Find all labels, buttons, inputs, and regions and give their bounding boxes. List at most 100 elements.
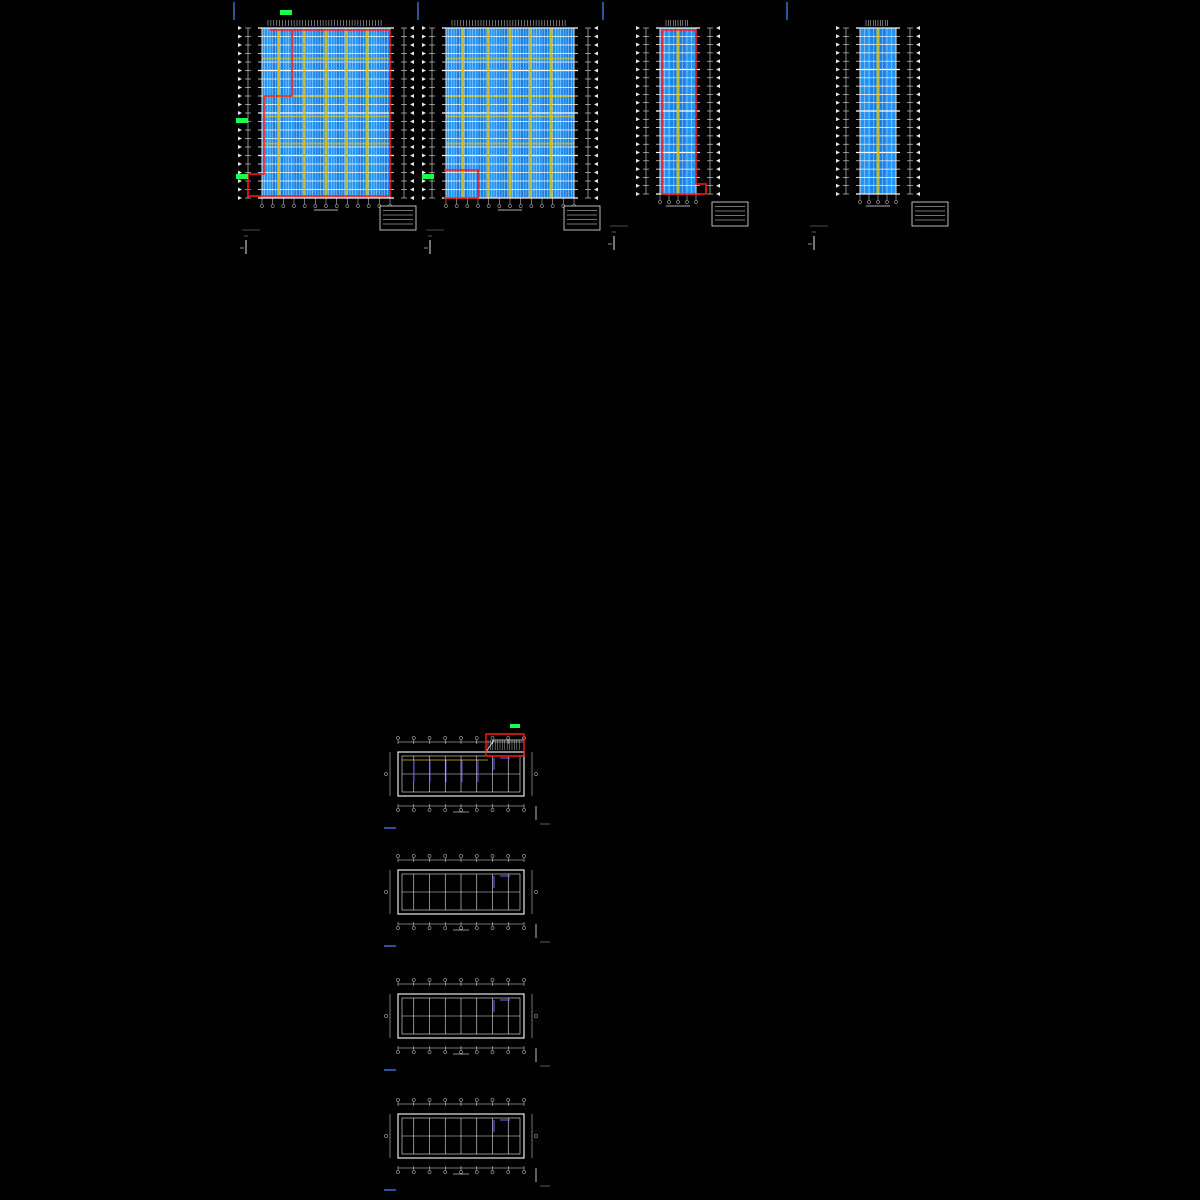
exterior-wall: [397, 869, 525, 915]
level-marker-icon: [836, 142, 840, 147]
grid-bubble: [506, 926, 511, 930]
level-marker-icon: [410, 43, 414, 47]
level-marker-icon: [594, 196, 598, 200]
grid-bubble: [427, 1170, 432, 1174]
grid-bubble: [506, 854, 511, 858]
grid-bubble: [396, 808, 400, 812]
level-marker-icon: [422, 77, 426, 81]
level-marker-icon: [410, 153, 414, 158]
grid-bubble: [459, 808, 463, 812]
level-marker-icon: [594, 162, 598, 166]
grid-bubble: [443, 978, 448, 982]
grid-bubble: [459, 1050, 463, 1054]
grid-bubble: [529, 204, 534, 208]
level-marker-icon: [836, 50, 840, 55]
grid-bubble: [522, 854, 526, 858]
level-marker-icon: [422, 170, 426, 175]
grid-bubble: [313, 204, 318, 208]
grid-bubble: [490, 978, 495, 982]
level-marker-icon: [636, 75, 640, 80]
grid-bubble: [506, 1050, 511, 1054]
grid-bubble: [550, 204, 555, 208]
grid-bubble: [411, 808, 416, 812]
grid-bubble: [443, 1170, 448, 1174]
level-marker-icon: [836, 125, 840, 130]
column: [528, 28, 532, 198]
level-marker-icon: [238, 128, 242, 132]
grid-bubble: [474, 926, 479, 930]
elevation-4: [808, 20, 949, 250]
level-marker-icon: [422, 128, 426, 132]
yellow-beam: [446, 57, 574, 60]
grid-bubble: [459, 854, 463, 858]
level-marker-icon: [238, 51, 242, 56]
grid-bubble: [459, 978, 463, 982]
grid-bubble: [506, 808, 511, 812]
level-marker-icon: [594, 102, 598, 107]
level-marker-icon: [916, 92, 920, 97]
grid-bubble: [459, 1170, 463, 1174]
level-marker-icon: [410, 68, 414, 73]
level-marker-icon: [916, 100, 920, 105]
level-marker-icon: [916, 192, 920, 196]
grid-bubble: [876, 200, 880, 204]
level-marker-icon: [422, 145, 426, 149]
level-marker-icon: [410, 85, 414, 90]
grid-bubble: [667, 200, 671, 204]
title-block: [379, 205, 417, 231]
plan-2: [384, 854, 550, 947]
level-marker-icon: [716, 50, 720, 55]
grid-bubble: [324, 204, 328, 208]
level-marker-icon: [916, 26, 920, 30]
level-marker-icon: [636, 26, 640, 30]
level-marker-icon: [836, 117, 840, 122]
grid-bubble: [366, 204, 371, 208]
level-marker-icon: [594, 34, 598, 39]
highlight-boundary: [247, 29, 391, 197]
grid-bubble: [443, 736, 448, 740]
level-marker-icon: [636, 67, 640, 72]
level-marker-icon: [636, 117, 640, 122]
level-marker-icon: [238, 111, 242, 115]
level-marker-icon: [636, 158, 640, 163]
grid-bubble: [474, 808, 479, 812]
grid-bubble: [443, 854, 448, 858]
floor-plan-sheets: [384, 724, 550, 1191]
level-marker-icon: [238, 85, 242, 90]
grid-bubble: [490, 808, 495, 812]
level-marker-icon: [410, 77, 414, 81]
level-marker-icon: [594, 111, 598, 115]
level-marker-icon: [422, 162, 426, 166]
level-marker-icon: [716, 142, 720, 147]
grid-bubble: [540, 204, 544, 208]
level-marker-icon: [916, 125, 920, 130]
grid-bubble: [506, 1170, 511, 1174]
level-marker-icon: [594, 187, 598, 192]
level-marker-icon: [836, 109, 840, 113]
yellow-beam: [446, 115, 574, 118]
level-marker-icon: [916, 167, 920, 172]
level-marker-icon: [716, 175, 720, 180]
grid-bubble: [459, 736, 463, 740]
level-marker-icon: [422, 60, 426, 64]
level-marker-icon: [636, 50, 640, 55]
column: [876, 28, 880, 194]
level-marker-icon: [636, 109, 640, 113]
issue-tag: [280, 10, 292, 15]
grid-bubble: [384, 772, 388, 776]
level-marker-icon: [916, 142, 920, 147]
grid-bubble: [476, 204, 480, 208]
level-marker-icon: [836, 75, 840, 80]
level-marker-icon: [836, 183, 840, 188]
level-marker-icon: [422, 34, 426, 39]
yellow-beam: [262, 95, 390, 97]
level-marker-icon: [410, 196, 414, 200]
column: [486, 28, 490, 198]
level-marker-icon: [636, 192, 640, 196]
grid-bubble: [522, 926, 526, 930]
level-marker-icon: [636, 92, 640, 97]
level-marker-icon: [716, 34, 720, 39]
level-marker-icon: [238, 68, 242, 73]
column: [302, 28, 306, 198]
grid-bubble: [411, 926, 416, 930]
